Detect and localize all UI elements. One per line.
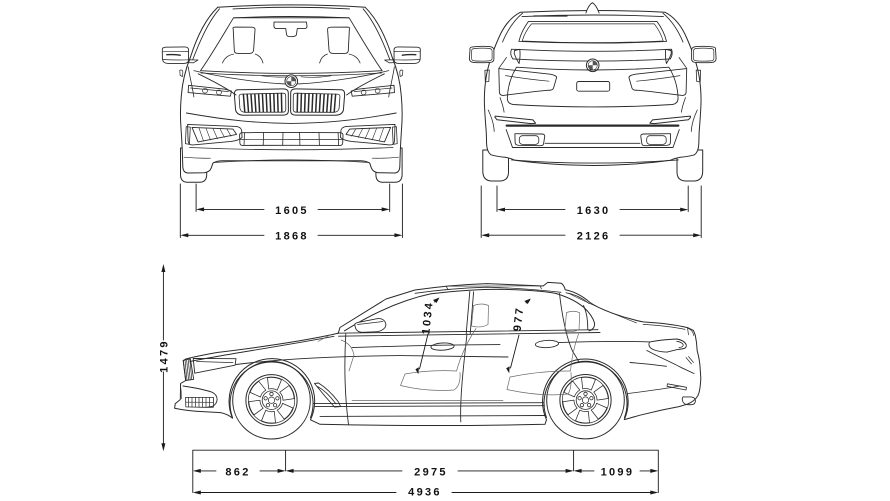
svg-text:1630: 1630: [577, 205, 611, 217]
svg-text:2126: 2126: [577, 231, 611, 243]
svg-text:1605: 1605: [275, 205, 309, 217]
svg-text:977: 977: [512, 305, 527, 331]
svg-text:862: 862: [225, 466, 250, 478]
svg-text:1034: 1034: [420, 300, 435, 335]
svg-text:1479: 1479: [158, 339, 170, 373]
svg-text:2975: 2975: [414, 466, 448, 478]
svg-text:4936: 4936: [408, 487, 442, 499]
svg-text:1868: 1868: [275, 231, 309, 243]
svg-text:1099: 1099: [601, 466, 635, 478]
